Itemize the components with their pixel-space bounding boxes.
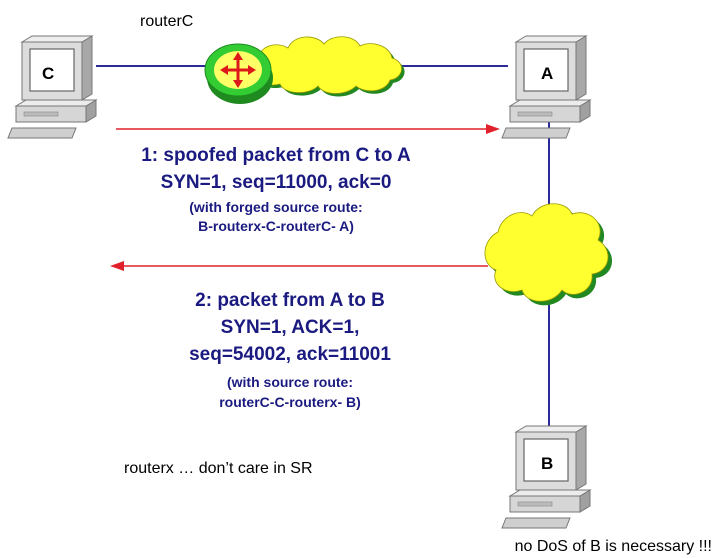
msg1-line3: (with forged source route: [189, 199, 362, 215]
cloud-top [249, 36, 405, 97]
msg2-line5: routerC-C-routerx- B) [219, 394, 361, 410]
computer-b [501, 425, 591, 529]
router-c [204, 43, 273, 104]
msg2-line4: (with source route: [227, 374, 353, 390]
footer-note: no DoS of B is necessary !!! [515, 538, 712, 555]
msg2-line3: seq=54002, ack=11001 [189, 344, 391, 365]
computer-c [7, 35, 97, 139]
host-c-label: C [42, 64, 54, 83]
arrow-a-to-b [110, 261, 488, 271]
msg2-line1: 2: packet from A to B [195, 290, 385, 311]
computer-a [501, 35, 591, 139]
router-c-label: routerC [140, 13, 193, 30]
msg2-line2: SYN=1, ACK=1, [221, 317, 360, 338]
arrow-c-to-a [116, 124, 500, 134]
routerx-note: routerx … don’t care in SR [124, 460, 313, 477]
msg1-line1: 1: spoofed packet from C to A [141, 145, 411, 166]
msg1-line2: SYN=1, seq=11000, ack=0 [161, 172, 392, 193]
msg1-line4: B-routerx-C-routerC- A) [198, 218, 354, 234]
host-a-label: A [541, 64, 553, 83]
host-b-label: B [541, 454, 553, 473]
cloud-right [484, 203, 613, 306]
